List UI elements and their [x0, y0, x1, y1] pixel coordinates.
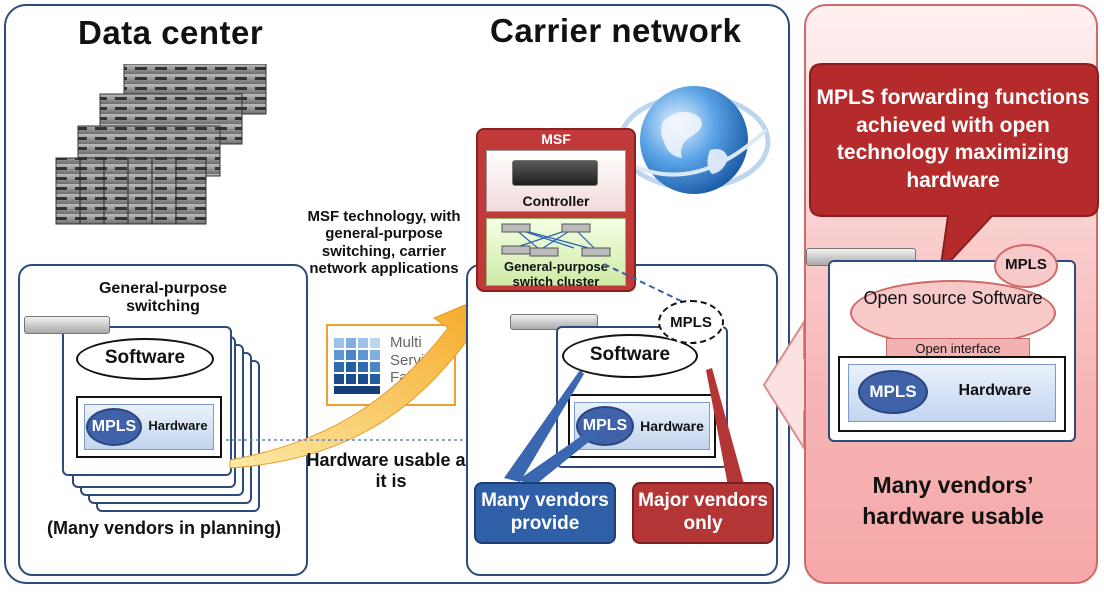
vendors-note: (Many vendors in planning) — [46, 518, 281, 538]
mpls-chip: MPLS — [86, 408, 142, 446]
open-interface-label: Open interface — [915, 341, 1001, 356]
software-label: Software — [104, 347, 186, 368]
switch-cluster-label: General-purpose switch cluster — [503, 259, 609, 289]
msf-label: MSF — [541, 131, 571, 147]
mpls-bubble-label: MPLS — [670, 314, 712, 331]
controller-server-icon — [512, 160, 598, 186]
hardware-label: Hardware — [958, 382, 1032, 399]
callout-shape — [809, 63, 1099, 276]
mpls-bubble — [994, 244, 1058, 288]
hardware-label: Hardware — [148, 418, 208, 433]
logo-word: Multi — [390, 334, 422, 351]
general-purpose-switching-label: General-purpose switching — [98, 280, 228, 316]
msf-logo-icon — [334, 338, 380, 394]
many-vendors-badge: Many vendors provide — [474, 482, 616, 544]
pointer-wedges — [504, 368, 744, 486]
mpls-chip: MPLS — [858, 370, 928, 414]
carrier-software-label: Software — [589, 344, 671, 365]
hardware-label: Hardware — [640, 418, 704, 434]
software-bubble — [76, 338, 214, 380]
mpls-bubble — [658, 300, 724, 344]
carrier-network-title: Carrier network — [490, 12, 742, 49]
callout-text: MPLS forwarding functions achieved with … — [816, 86, 1090, 193]
controller-label: Controller — [522, 193, 590, 209]
open-source-bubble — [850, 280, 1056, 346]
hardware-usable-label: Hardware usable as it is — [306, 450, 476, 491]
major-vendors-badge: Major vendors only — [632, 482, 774, 544]
network-switch-icon — [24, 316, 110, 334]
msf-technology-text: MSF technology, with general-purpose swi… — [307, 208, 461, 277]
data-center-title: Data center — [78, 14, 264, 51]
right-footer: Many vendors’ hardware usable — [862, 472, 1044, 529]
network-switch-icon — [501, 223, 611, 257]
server-rack-icon — [55, 64, 267, 225]
globe-icon — [617, 86, 771, 194]
right-mpls-bubble-label: MPLS — [1005, 256, 1047, 273]
open-source-label: Open source Software — [863, 288, 1043, 308]
